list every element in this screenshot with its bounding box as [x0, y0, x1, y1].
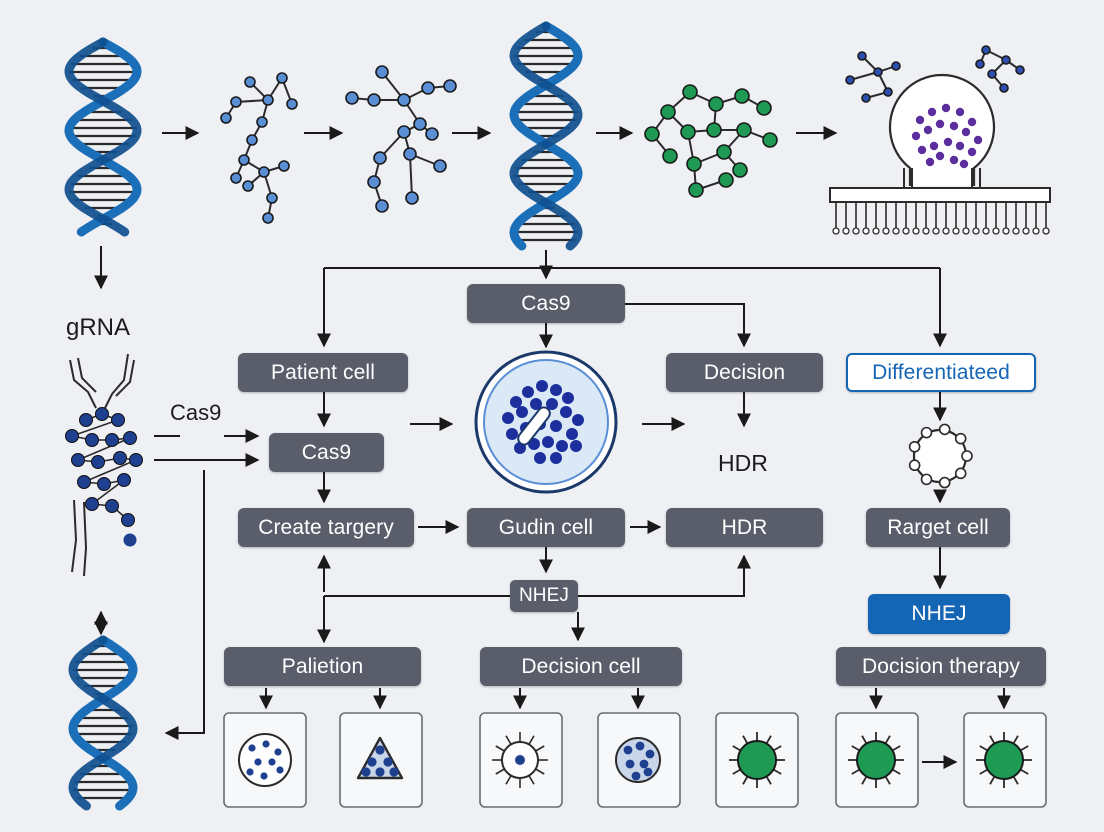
molecule-network-icon — [345, 65, 457, 213]
receptor-membrane-icon — [829, 73, 1051, 235]
nhej-right-box[interactable]: NHEJ — [868, 594, 1010, 634]
grna-label: gRNA — [66, 314, 131, 341]
hdr-box[interactable]: HDR — [666, 508, 823, 547]
cas9-side-label: Cas9 — [170, 400, 222, 425]
cell-icon — [908, 423, 973, 489]
molecule-network-icon — [845, 51, 901, 103]
nhej-center-box[interactable]: NHEJ — [510, 580, 578, 612]
cell-icon — [976, 732, 1032, 788]
differentiated-box[interactable]: Differentiateed — [846, 353, 1036, 392]
rarget-cell-box[interactable]: Rarget cell — [866, 508, 1010, 547]
dna-helix-icon — [64, 37, 142, 237]
cas9-top-box[interactable]: Cas9 — [467, 284, 625, 323]
cell-icon — [848, 732, 904, 788]
dna-helix-icon — [68, 635, 138, 811]
cell-icon — [238, 733, 292, 787]
patient-cell-box[interactable]: Patient cell — [238, 353, 408, 392]
decision-cell-box[interactable]: Decision cell — [480, 647, 682, 686]
dna-helix-icon — [509, 21, 583, 251]
cas9-mid-box[interactable]: Cas9 — [269, 433, 384, 472]
molecule-network-icon — [644, 84, 778, 198]
palietion-box[interactable]: Palietion — [224, 647, 421, 686]
create-targery-box[interactable]: Create targery — [238, 508, 414, 547]
cell-icon — [615, 737, 661, 783]
cell-icon — [356, 736, 404, 780]
docision-therapy-box[interactable]: Docision therapy — [836, 647, 1046, 686]
molecule-network-icon — [220, 72, 298, 224]
connector-arrow — [578, 554, 751, 597]
cell-icon — [474, 350, 618, 494]
cell-icon — [492, 732, 548, 788]
cell-icon — [729, 732, 785, 788]
gudin-cell-box[interactable]: Gudin cell — [467, 508, 625, 547]
hdr-label: HDR — [718, 450, 768, 476]
connector-arrow — [164, 470, 205, 740]
decision-top-box[interactable]: Decision — [666, 353, 823, 392]
molecule-network-icon — [975, 45, 1025, 93]
grna-strand-icon — [65, 353, 143, 577]
